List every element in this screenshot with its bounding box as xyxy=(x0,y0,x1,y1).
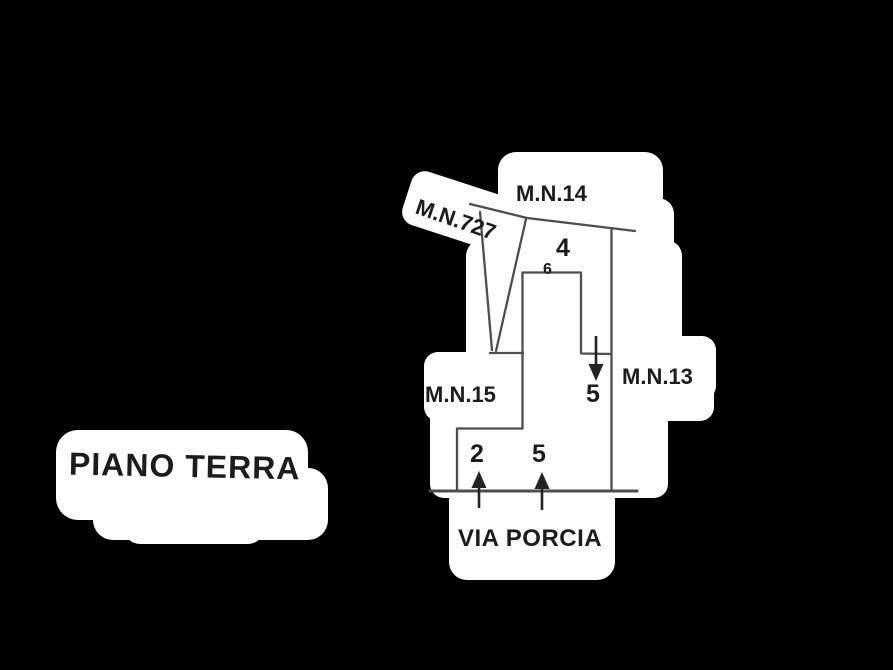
unit-number-4: 4 xyxy=(556,234,570,262)
unit-number-6: 6 xyxy=(543,261,552,278)
building-outline xyxy=(455,271,613,492)
north-boundary-line xyxy=(468,202,637,233)
entrance-arrow-2-up xyxy=(471,471,487,508)
entrance-arrow-5-right-down xyxy=(588,336,604,381)
wedge-left-line xyxy=(478,210,494,352)
floor-title: PIANO TERRA xyxy=(68,445,301,487)
unit-number-5-right: 5 xyxy=(586,380,600,408)
wedge-right-line xyxy=(494,217,528,353)
parcel-label-mn13: M.N.13 xyxy=(622,364,693,389)
entrance-arrow-5-street-up xyxy=(534,472,550,510)
parcel-label-mn15: M.N.15 xyxy=(425,382,496,407)
unit-number-5-street: 5 xyxy=(532,440,546,468)
unit-number-2: 2 xyxy=(470,440,484,468)
paper-patch xyxy=(449,482,615,580)
street-name: VIA PORCIA xyxy=(458,525,603,552)
paper-patch xyxy=(616,336,716,400)
paper-patch xyxy=(124,502,264,544)
parcel-label-mn14: M.N.14 xyxy=(516,181,587,206)
paper-patch xyxy=(430,400,668,498)
